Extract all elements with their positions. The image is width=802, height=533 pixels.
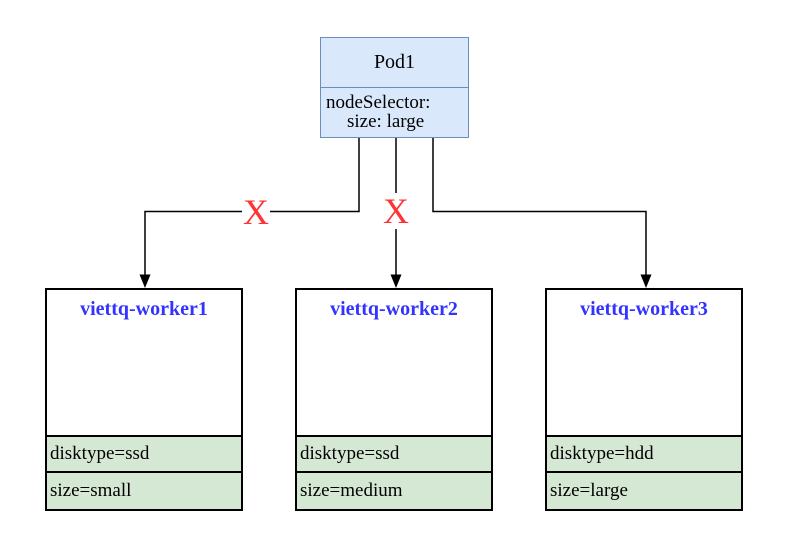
pod-node-selector: nodeSelector: size: large: [321, 88, 468, 137]
worker-3-label-size: size=large: [547, 471, 741, 509]
worker-2-body: [297, 321, 491, 435]
rejected-cross-worker1: X: [242, 192, 270, 232]
arrowhead-worker2-icon: [390, 274, 402, 288]
worker-node-1: viettq-worker1 disktype=ssd size=small: [45, 288, 243, 511]
worker-1-body: [47, 321, 241, 435]
worker-node-3: viettq-worker3 disktype=hdd size=large: [545, 288, 743, 511]
pod-node: Pod1 nodeSelector: size: large: [320, 37, 469, 138]
worker-1-label-size: size=small: [47, 471, 241, 509]
worker-2-name: viettq-worker2: [330, 298, 458, 320]
worker-3-body: [547, 321, 741, 435]
worker-2-label-disktype: disktype=ssd: [297, 435, 491, 471]
worker-2-label-size: size=medium: [297, 471, 491, 509]
arrowhead-worker1-icon: [139, 274, 151, 288]
arrowhead-worker3-icon: [640, 274, 652, 288]
pod-selector-value: size: large: [347, 110, 425, 132]
worker-1-name: viettq-worker1: [80, 298, 208, 320]
connector-pod-to-worker3: [432, 138, 647, 276]
worker-1-label-disktype: disktype=ssd: [47, 435, 241, 471]
pod-selector-key: nodeSelector:: [326, 91, 431, 113]
rejected-cross-worker2: X: [382, 191, 410, 231]
worker-3-label-disktype: disktype=hdd: [547, 435, 741, 471]
worker-node-2: viettq-worker2 disktype=ssd size=medium: [295, 288, 493, 511]
pod-title: Pod1: [321, 38, 468, 88]
worker-3-name: viettq-worker3: [580, 298, 708, 320]
